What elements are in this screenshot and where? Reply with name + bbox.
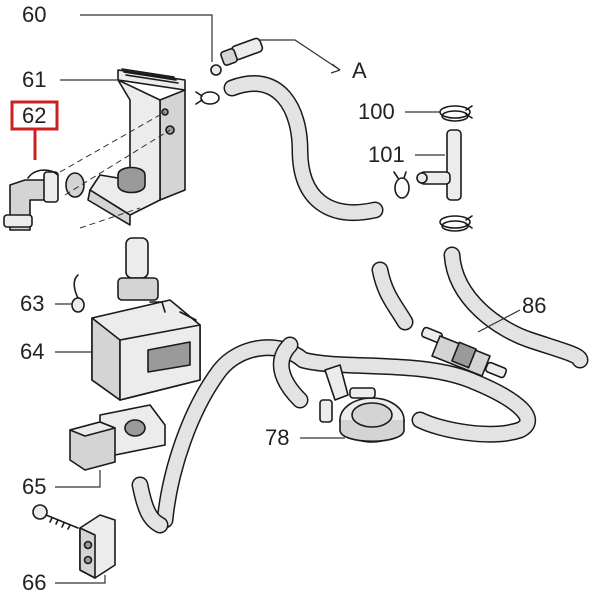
clip-101-lower: [439, 215, 473, 232]
callout-64: 64: [20, 339, 44, 364]
part-78-valve: [319, 364, 405, 443]
leader-lines: [55, 14, 521, 584]
hose-a-outlet: [223, 75, 384, 221]
hose-bottom: [131, 476, 169, 534]
callout-101: 101: [368, 142, 405, 167]
callout-65: 65: [22, 474, 46, 499]
part-66-bracket: [79, 514, 116, 579]
callout-66: 66: [22, 570, 46, 595]
callout-62-highlight: [10, 100, 59, 160]
clip-60: [195, 91, 220, 105]
callout-78: 78: [265, 425, 289, 450]
part-61-bracket: [87, 68, 186, 226]
hose-short: [371, 261, 414, 331]
callout-60: 60: [22, 2, 46, 27]
part-64-pump: [91, 237, 201, 401]
hose-tee-lower: [443, 246, 589, 369]
part-65-mount: [69, 404, 166, 471]
label-a: A: [352, 58, 367, 83]
part-63-plug: [71, 274, 85, 313]
part-62-elbow: [3, 169, 85, 231]
assembly-guide-lines: [59, 111, 171, 229]
clip-101-side: [393, 171, 410, 199]
part-66-screw: [32, 504, 79, 530]
callout-61: 61: [22, 67, 46, 92]
part-86-filter: [420, 326, 508, 379]
part-60-fitting: [210, 37, 264, 76]
callout-86: 86: [522, 293, 546, 318]
bracket-ribs: [121, 68, 179, 84]
part-101-tee: [416, 129, 462, 201]
arrow-a: [330, 63, 341, 74]
callout-63: 63: [20, 291, 44, 316]
callout-62: 62: [22, 103, 46, 128]
hose-pump-return: [272, 336, 309, 409]
hose-long-loop: [156, 339, 537, 529]
clip-100: [439, 105, 473, 122]
callout-100: 100: [358, 99, 395, 124]
